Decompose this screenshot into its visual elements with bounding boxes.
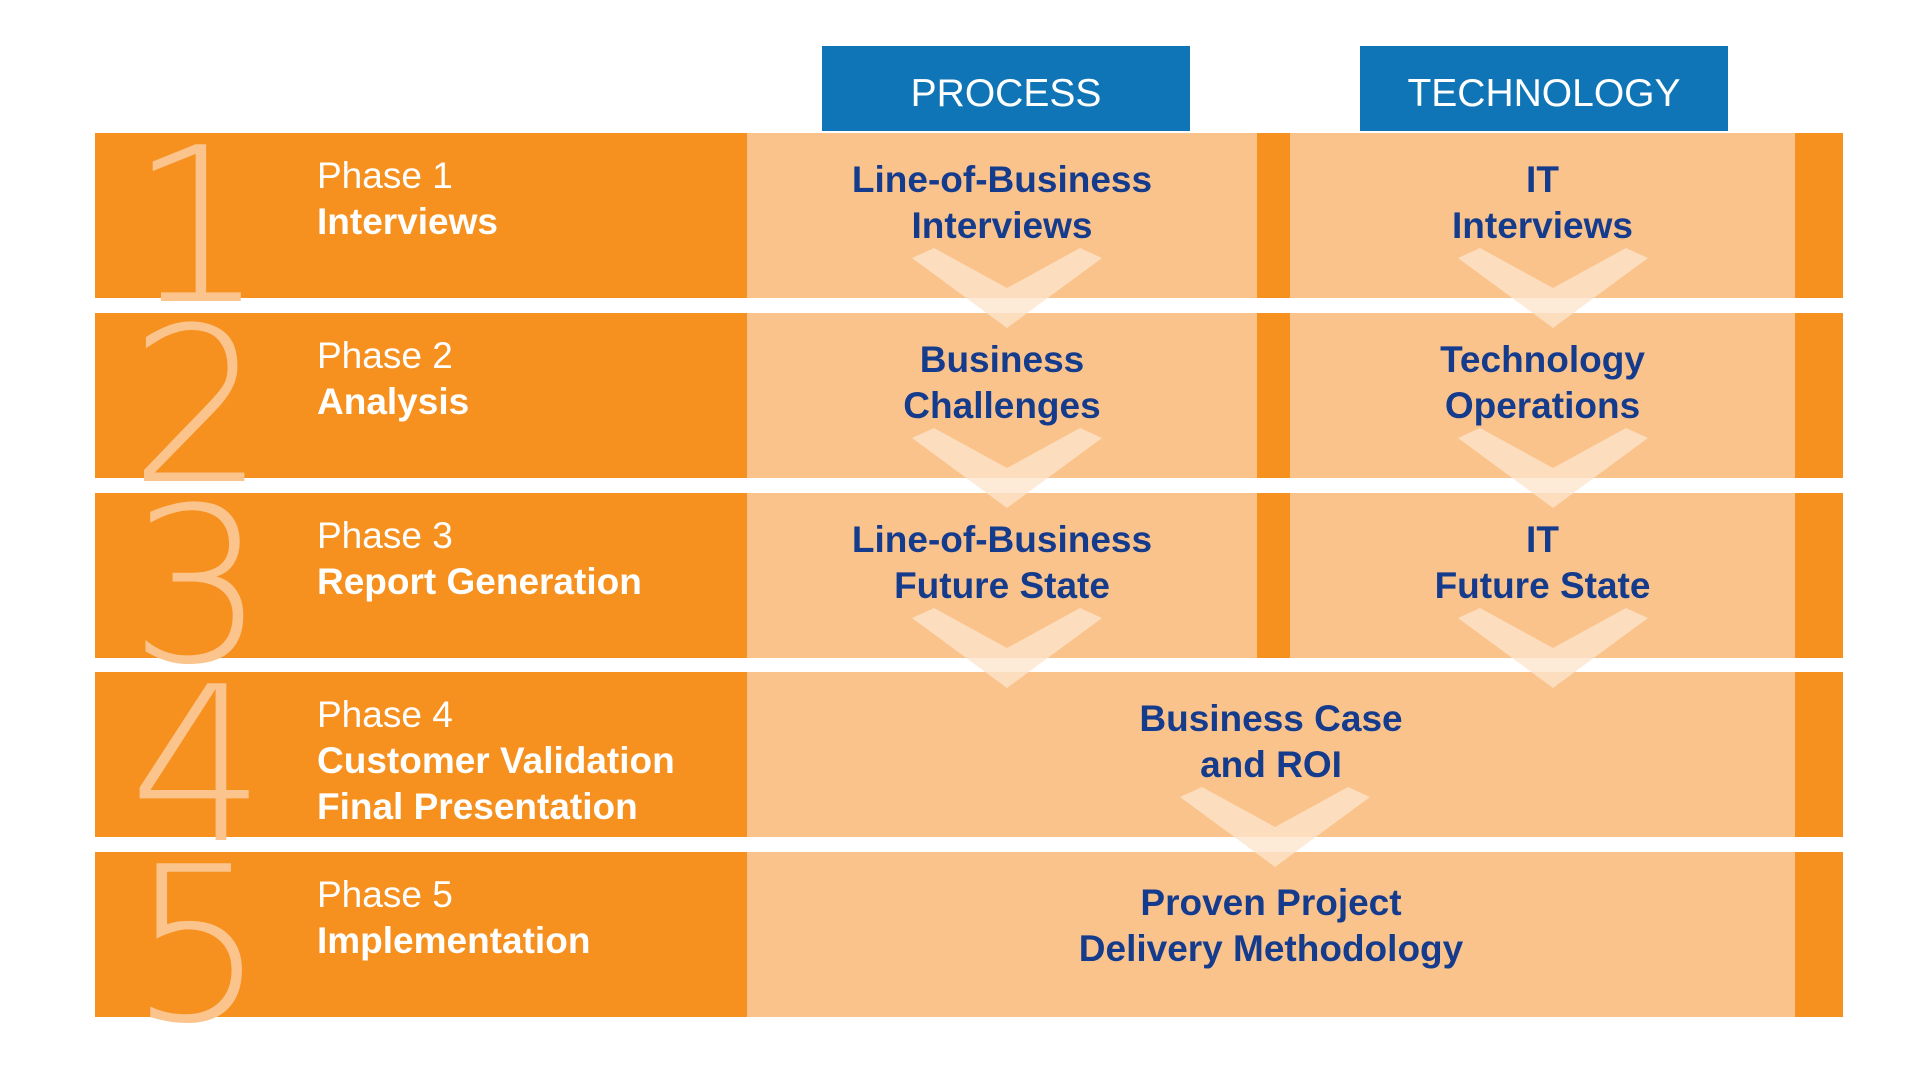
phase-title: Report Generation — [317, 561, 642, 602]
phase-row-3: 3 Phase 3 Report Generation Line-of-Busi… — [95, 479, 1843, 694]
technology-line: Technology — [1440, 339, 1645, 380]
process-cell-text: Line-of-Business Future State — [747, 517, 1257, 609]
phase-title: Customer Validation — [317, 740, 675, 781]
process-cell: Business Challenges — [747, 313, 1257, 478]
phase-numeral: 5 — [129, 820, 266, 1071]
phase-label: Phase 5 — [317, 874, 453, 915]
phase-label: Phase 1 — [317, 155, 453, 196]
merged-cell: Proven Project Delivery Methodology — [747, 852, 1795, 1017]
technology-cell: IT Interviews — [1290, 133, 1795, 298]
technology-line: Future State — [1434, 565, 1651, 606]
merged-cell: Business Case and ROI — [747, 672, 1795, 837]
phase-title: Final Presentation — [317, 786, 638, 827]
technology-cell: Technology Operations — [1290, 313, 1795, 478]
technology-cell-text: IT Interviews — [1290, 157, 1795, 249]
phase-numeral: 4 — [129, 640, 266, 891]
technology-cell-text: Technology Operations — [1290, 337, 1795, 429]
phase-title: Analysis — [317, 381, 470, 422]
process-line: Line-of-Business — [851, 159, 1153, 200]
technology-line: Operations — [1444, 385, 1641, 426]
merged-line: Business Case — [1139, 698, 1403, 739]
phase-heading: Phase 2 Analysis — [317, 333, 469, 425]
phase-row-5: 5 Phase 5 Implementation Proven Project … — [95, 838, 1843, 1053]
merged-line: Delivery Methodology — [1078, 928, 1464, 969]
header-process: PROCESS — [822, 46, 1190, 131]
header-process-label: PROCESS — [910, 71, 1102, 115]
technology-line: IT — [1526, 519, 1559, 560]
phase-numeral: 2 — [129, 281, 266, 532]
process-cell-text: Line-of-Business Interviews — [747, 157, 1257, 249]
phase-heading: Phase 4 Customer Validation Final Presen… — [317, 692, 675, 830]
merged-line: Proven Project — [1140, 882, 1402, 923]
phase-label: Phase 4 — [317, 694, 453, 735]
phase-heading: Phase 1 Interviews — [317, 153, 498, 245]
technology-cell-text: IT Future State — [1290, 517, 1795, 609]
process-line: Interviews — [911, 205, 1093, 246]
phase-row-1: 1 Phase 1 Interviews Line-of-Business In… — [95, 119, 1843, 334]
process-cell: Line-of-Business Interviews — [747, 133, 1257, 298]
header-technology: TECHNOLOGY — [1360, 46, 1728, 131]
process-line: Challenges — [903, 385, 1101, 426]
process-line: Future State — [894, 565, 1110, 606]
process-cell: Line-of-Business Future State — [747, 493, 1257, 658]
phase-label: Phase 3 — [317, 515, 453, 556]
phase-title: Interviews — [317, 201, 498, 242]
phase-row-2: 2 Phase 2 Analysis Business Challenges T… — [95, 299, 1843, 514]
header-technology-label: TECHNOLOGY — [1407, 71, 1681, 115]
phase-heading: Phase 3 Report Generation — [317, 513, 642, 605]
process-cell-text: Business Challenges — [747, 337, 1257, 429]
technology-line: IT — [1526, 159, 1559, 200]
technology-cell: IT Future State — [1290, 493, 1795, 658]
technology-line: Interviews — [1452, 205, 1633, 246]
process-line: Business — [919, 339, 1085, 380]
phase-row-4: 4 Phase 4 Customer Validation Final Pres… — [95, 658, 1843, 873]
phase-heading: Phase 5 Implementation — [317, 872, 590, 964]
phase-numeral: 1 — [129, 101, 266, 352]
phase-title: Implementation — [317, 920, 591, 961]
phase-numeral: 3 — [129, 461, 266, 712]
merged-cell-text: Proven Project Delivery Methodology — [747, 880, 1795, 972]
merged-line: and ROI — [1200, 744, 1342, 785]
phase-label: Phase 2 — [317, 335, 453, 376]
merged-cell-text: Business Case and ROI — [747, 696, 1795, 788]
process-line: Line-of-Business — [851, 519, 1153, 560]
